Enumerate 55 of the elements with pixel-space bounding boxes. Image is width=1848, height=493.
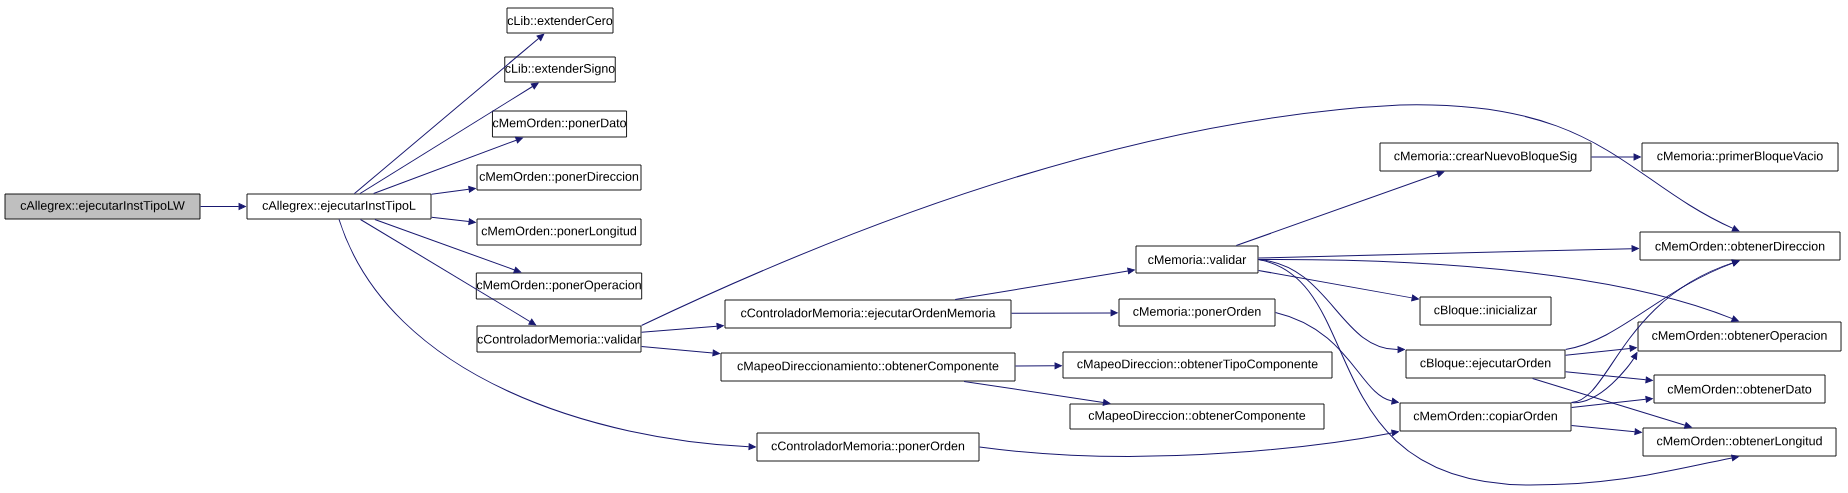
function-box: cLib::extenderCero bbox=[506, 7, 614, 34]
arrow bbox=[1590, 153, 1641, 161]
arrow bbox=[640, 104, 1740, 327]
arrow bbox=[1564, 345, 1637, 356]
function-box: cMemOrden::obtenerLongitud bbox=[1642, 427, 1837, 457]
function-box: cLib::extenderSigno bbox=[504, 56, 616, 83]
arrow bbox=[1570, 395, 1653, 409]
function-box: cMapeoDireccion::obtenerComponente bbox=[1069, 403, 1325, 430]
arrow bbox=[360, 218, 537, 326]
arrow bbox=[1257, 269, 1419, 302]
arrow bbox=[430, 216, 476, 225]
arrow bbox=[1257, 259, 1739, 486]
arrow bbox=[954, 267, 1135, 301]
function-box: cMemOrden::obtenerDireccion bbox=[1639, 231, 1841, 261]
arrow bbox=[978, 429, 1399, 457]
function-box: cBloque::inicializar bbox=[1419, 296, 1552, 326]
arrow bbox=[374, 218, 522, 274]
arrow bbox=[1564, 371, 1653, 384]
arrow bbox=[640, 345, 720, 357]
arrow bbox=[640, 322, 724, 333]
function-box: cMemOrden::ponerDireccion bbox=[476, 164, 642, 191]
arrow bbox=[353, 33, 545, 195]
function-box: cMemOrden::obtenerOperacion bbox=[1637, 321, 1842, 352]
arrow bbox=[1532, 377, 1692, 429]
function-box: cMemOrden::ponerDato bbox=[492, 110, 627, 138]
arrow bbox=[373, 136, 523, 195]
function-box: cMemoria::crearNuevoBloqueSig bbox=[1379, 142, 1592, 172]
function-box: cControladorMemoria::ejecutarOrdenMemoria bbox=[724, 299, 1012, 329]
arrow bbox=[1010, 309, 1118, 317]
function-box: cMemOrden::ponerLongitud bbox=[476, 218, 642, 246]
function-box: cMemoria::validar bbox=[1135, 245, 1259, 274]
arrow bbox=[359, 82, 539, 195]
function-box: cMemoria::ponerOrden bbox=[1118, 298, 1276, 327]
arrow bbox=[963, 380, 1111, 406]
function-box: cMemOrden::copiarOrden bbox=[1399, 402, 1572, 432]
arrow bbox=[199, 203, 246, 210]
function-box: cMapeoDireccionamiento::obtenerComponente bbox=[720, 352, 1016, 382]
function-box: cMemOrden::ponerOperacion bbox=[475, 272, 643, 300]
function-box: cMemoria::primerBloqueVacio bbox=[1641, 142, 1839, 172]
function-box: cControladorMemoria::ponerOrden bbox=[756, 432, 980, 462]
arrow bbox=[1570, 259, 1740, 404]
function-box: cBloque::ejecutarOrden bbox=[1405, 349, 1566, 379]
function-box: cAllegrex::ejecutarInstTipoL bbox=[246, 193, 432, 220]
function-box: cMemOrden::obtenerDato bbox=[1653, 374, 1826, 404]
arrow bbox=[1274, 312, 1399, 405]
arrow bbox=[1570, 424, 1642, 436]
arrow bbox=[1257, 245, 1639, 259]
function-box: cMapeoDireccion::obtenerTipoComponente bbox=[1062, 351, 1333, 379]
arrow bbox=[338, 218, 756, 451]
arrow bbox=[1014, 362, 1062, 370]
arrow bbox=[1570, 352, 1638, 404]
arrow bbox=[1235, 170, 1445, 247]
function-box: cControladorMemoria::validar bbox=[476, 325, 642, 353]
arrow bbox=[430, 186, 476, 195]
function-box: cAllegrex::ejecutarInstTipoLW bbox=[4, 193, 201, 220]
